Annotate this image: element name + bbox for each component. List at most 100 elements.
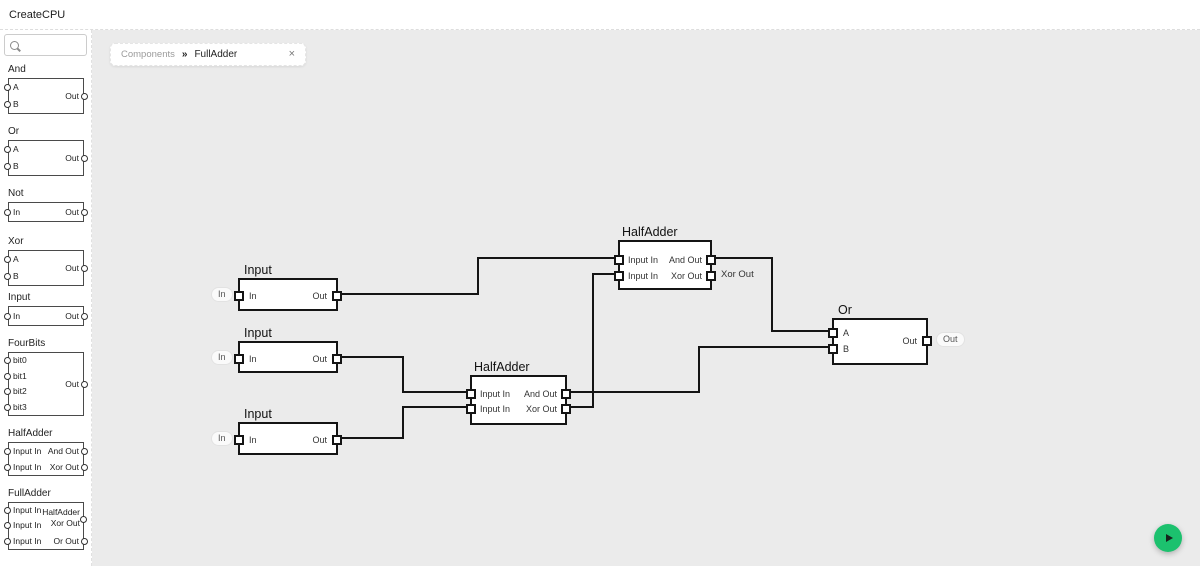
node-input-3[interactable]: Input In Out (234, 407, 342, 455)
port-icon[interactable] (4, 273, 11, 280)
port-icon[interactable] (4, 447, 11, 455)
palette-label-xor: Xor (8, 236, 24, 247)
external-input-pin[interactable]: In (211, 287, 233, 302)
port-icon[interactable] (81, 92, 88, 100)
port-icon[interactable] (4, 208, 11, 216)
port-label: Out (65, 91, 79, 101)
palette-item-halfadder[interactable]: Input In And Out Input In Xor Out (4, 442, 88, 476)
port-icon[interactable] (234, 435, 244, 445)
palette-label-or: Or (8, 126, 20, 137)
port-icon[interactable] (4, 101, 11, 108)
port-icon[interactable] (81, 447, 88, 455)
port-label: In (13, 206, 21, 217)
node-title: HalfAdder (622, 225, 678, 239)
wire[interactable] (338, 356, 469, 393)
port-icon[interactable] (81, 380, 88, 388)
palette-item-not[interactable]: In Out (4, 202, 88, 222)
palette-item-fourbits[interactable]: bit0 bit1 bit2 bit3 Out (4, 352, 88, 416)
port-label: Input In (480, 389, 511, 399)
close-icon[interactable]: × (288, 48, 295, 60)
port-label: bit3 (13, 401, 27, 412)
port-icon[interactable] (81, 312, 88, 320)
wire[interactable] (568, 273, 617, 408)
wire[interactable] (568, 346, 831, 393)
breadcrumb-components[interactable]: Components (121, 49, 175, 60)
port-label: In (13, 310, 21, 321)
port-icon[interactable] (4, 403, 11, 411)
port-icon[interactable] (4, 256, 11, 263)
port-icon[interactable] (4, 522, 11, 530)
port-icon[interactable] (81, 264, 88, 272)
search-input[interactable] (4, 34, 87, 56)
port-icon[interactable] (4, 84, 11, 91)
run-button[interactable] (1154, 524, 1182, 552)
tab-fulladder[interactable]: Components » FullAdder × (110, 43, 306, 66)
port-icon[interactable] (466, 404, 476, 414)
port-icon[interactable] (81, 154, 88, 162)
palette-item-and[interactable]: A B Out (4, 78, 88, 114)
search-icon (10, 40, 19, 50)
port-label: Xor Out (525, 404, 557, 414)
port-label: HalfAdder Xor Out (42, 507, 80, 528)
port-label: Out (65, 263, 79, 273)
palette-label-and: And (8, 64, 26, 75)
port-label: Input In (628, 255, 659, 265)
port-icon[interactable] (81, 537, 88, 545)
port-icon[interactable] (4, 357, 11, 365)
port-icon[interactable] (922, 336, 932, 346)
node-halfadder-mid[interactable]: HalfAdder Input In Input In And Out Xor … (466, 360, 571, 425)
port-icon[interactable] (4, 388, 11, 396)
port-icon[interactable] (614, 271, 624, 281)
port-icon[interactable] (706, 271, 716, 281)
node-input-2[interactable]: Input In Out (234, 326, 342, 373)
external-input-pin[interactable]: In (211, 431, 233, 446)
port-icon[interactable] (332, 354, 342, 364)
port-icon[interactable] (4, 537, 11, 545)
port-icon[interactable] (80, 516, 87, 523)
node-halfadder-top[interactable]: HalfAdder Input In Input In And Out Xor … (614, 225, 716, 290)
port-label: In (249, 435, 257, 445)
wire[interactable] (338, 257, 617, 295)
port-icon[interactable] (4, 463, 11, 471)
port-icon[interactable] (4, 372, 11, 380)
port-label: And Out (668, 255, 702, 265)
palette-item-xor[interactable]: A B Out (4, 250, 88, 286)
port-label: Out (312, 435, 327, 445)
port-label: Input In (480, 404, 511, 414)
port-icon[interactable] (234, 291, 244, 301)
node-title: HalfAdder (474, 360, 530, 374)
port-icon[interactable] (706, 255, 716, 265)
port-label: Out (65, 379, 79, 389)
node-or[interactable]: Or A B Out (828, 303, 932, 365)
port-icon[interactable] (466, 389, 476, 399)
palette-label-input: Input (8, 292, 31, 303)
wire[interactable] (338, 406, 469, 439)
port-icon[interactable] (614, 255, 624, 265)
port-icon[interactable] (561, 404, 571, 414)
port-label: Out (65, 153, 79, 163)
node-input-1[interactable]: Input In Out (234, 263, 342, 311)
port-label: Out (312, 291, 327, 301)
port-icon[interactable] (4, 507, 11, 515)
port-icon[interactable] (828, 328, 838, 338)
port-icon[interactable] (4, 146, 11, 153)
port-icon[interactable] (4, 312, 11, 320)
port-label: Out (65, 206, 79, 217)
palette-item-fulladder[interactable]: HalfAdder Xor Out Input In Input In Inpu… (4, 502, 88, 550)
port-icon[interactable] (828, 344, 838, 354)
palette-label-fourbits: FourBits (8, 338, 46, 349)
port-icon[interactable] (561, 389, 571, 399)
port-icon[interactable] (332, 435, 342, 445)
wire[interactable] (713, 257, 831, 332)
port-icon[interactable] (4, 163, 11, 170)
port-icon[interactable] (81, 463, 88, 471)
port-icon[interactable] (81, 208, 88, 216)
port-icon[interactable] (332, 291, 342, 301)
palette-item-input[interactable]: In Out (4, 306, 88, 326)
port-icon[interactable] (234, 354, 244, 364)
palette-item-or[interactable]: A B Out (4, 140, 88, 176)
external-input-pin[interactable]: In (211, 350, 233, 365)
port-label: A (13, 254, 19, 264)
